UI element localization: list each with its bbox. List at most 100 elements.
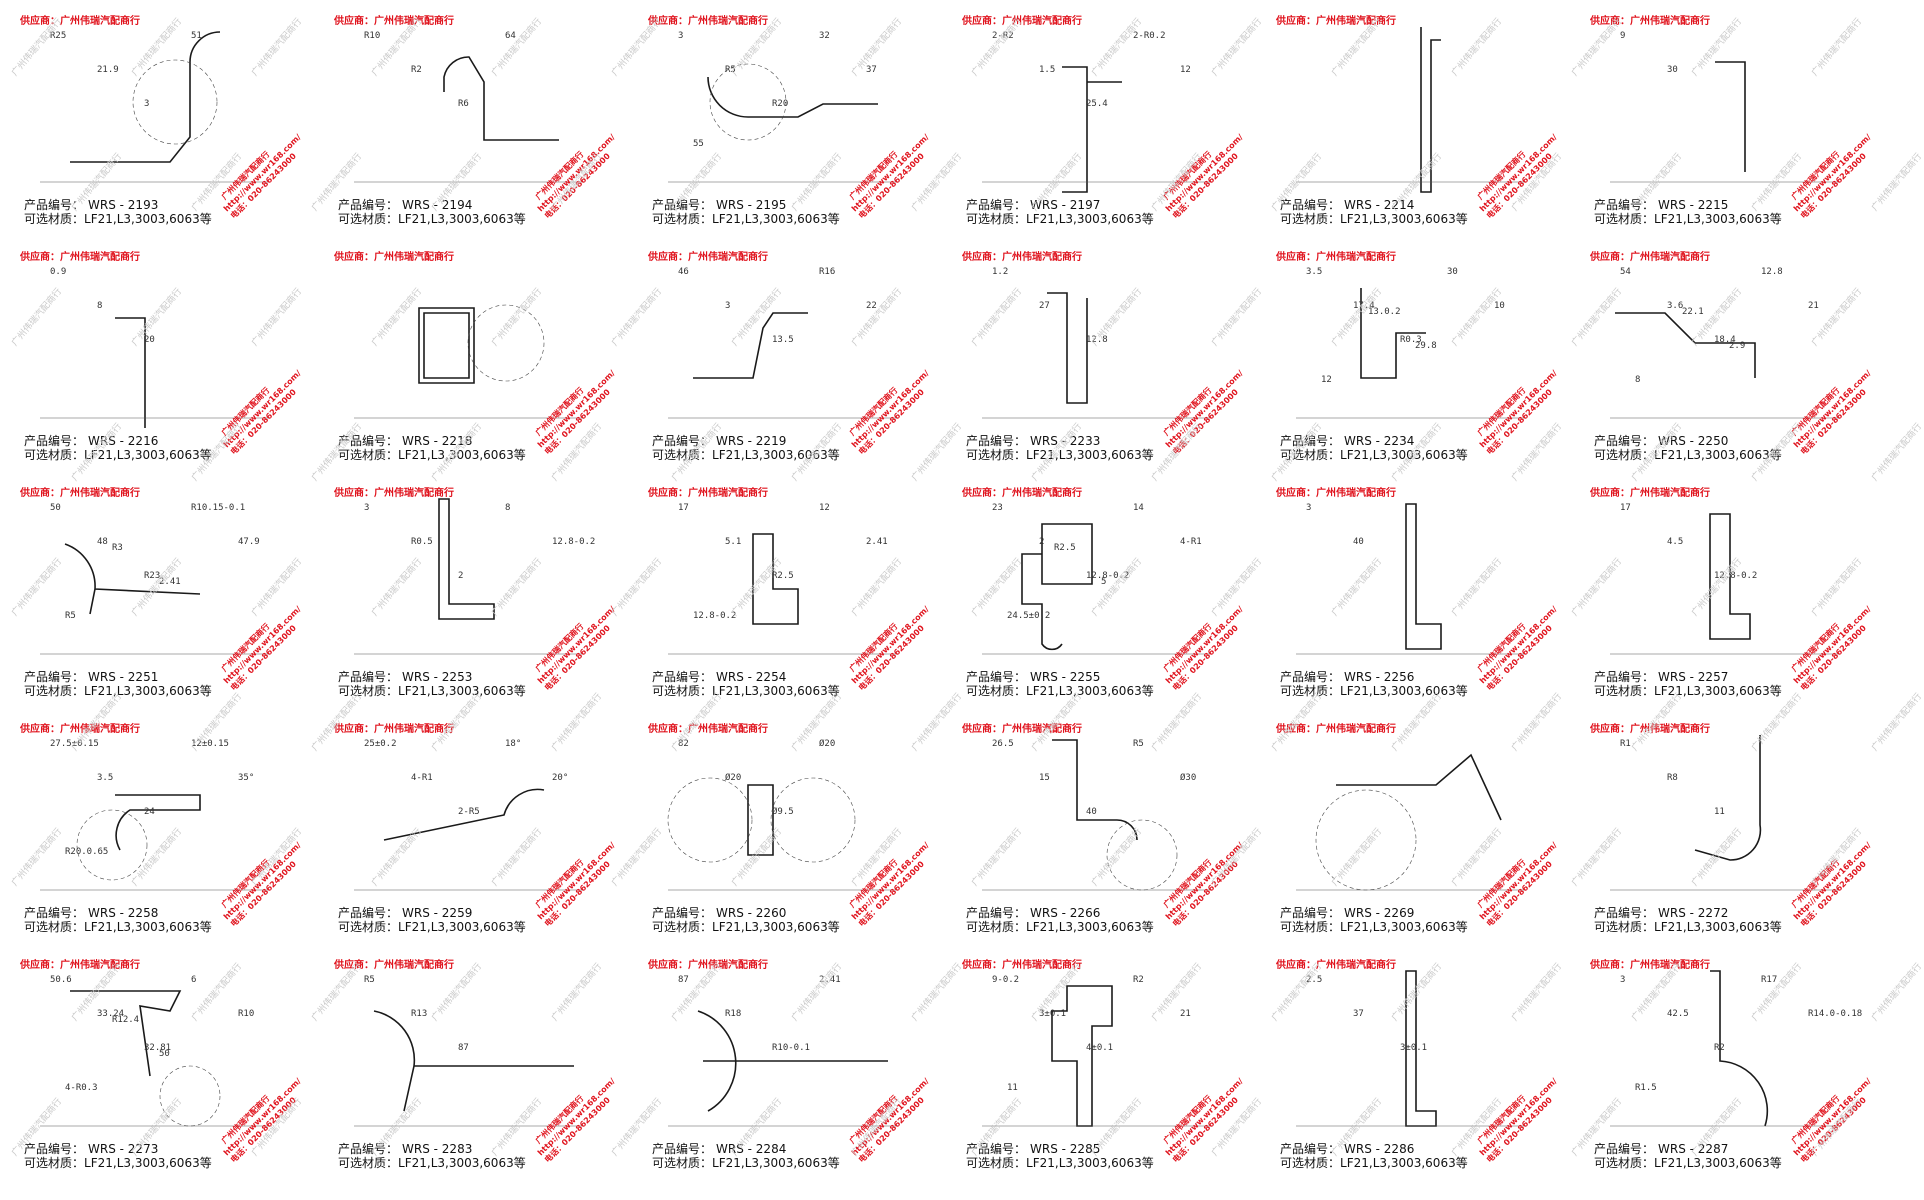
product-code: 产品编号：WRS - 2253 (338, 670, 473, 684)
dimension-label: R2.5 (1054, 543, 1076, 553)
dimension-label: 3 (364, 503, 369, 513)
dimension-label: 2.9 (1729, 341, 1745, 351)
dimension-label: 2 (1039, 537, 1044, 547)
dimension-label: 27 (1039, 301, 1050, 311)
dimension-label: 40 (1086, 807, 1097, 817)
dimension-label: 2-R0.2 (1133, 31, 1166, 41)
product-code: 产品编号：WRS - 2272 (1594, 906, 1729, 920)
dimension-label: R20 (772, 99, 788, 109)
material-line: 可选材质：LF21,L3,3003,6063等 (652, 212, 840, 226)
dimension-label: 13.5 (772, 335, 794, 345)
dimension-label: 1.5 (1039, 65, 1055, 75)
dimension-label: 4-R0.3 (65, 1083, 98, 1093)
dimension-label: 23 (992, 503, 1003, 513)
material-line: 可选材质：LF21,L3,3003,6063等 (1280, 920, 1468, 934)
dimension-label: 32.81 (144, 1043, 171, 1053)
supplier-label: 供应商：广州伟瑞汽配商行 (1590, 16, 1710, 27)
material-line: 可选材质：LF21,L3,3003,6063等 (338, 684, 526, 698)
dimension-label: 26.5 (992, 739, 1014, 749)
dimension-label: 12±0.15 (191, 739, 229, 749)
product-code: 产品编号：WRS - 2285 (966, 1142, 1101, 1156)
dimension-label: R25 (50, 31, 66, 41)
dimension-label: R18 (725, 1009, 741, 1019)
profile-outline (1062, 66, 1122, 193)
dimension-label: 27.5±0.15 (50, 739, 99, 749)
product-code: 产品编号：WRS - 2195 (652, 198, 787, 212)
dimension-label: 42.5 (1667, 1009, 1689, 1019)
dimension-label: 51 (191, 31, 202, 41)
construction-circle (76, 809, 148, 881)
dimension-label: 5 (1101, 577, 1106, 587)
product-code: 产品编号：WRS - 2258 (24, 906, 159, 920)
dimension-label: 3 (725, 301, 730, 311)
product-code: 产品编号：WRS - 2284 (652, 1142, 787, 1156)
dimension-label: 5.1 (725, 537, 741, 547)
dimension-label: 2-R5 (458, 807, 480, 817)
material-line: 可选材质：LF21,L3,3003,6063等 (652, 920, 840, 934)
dimension-label: 21.9 (97, 65, 119, 75)
dimension-label: 22 (866, 301, 877, 311)
construction-circle (467, 304, 545, 382)
dimension-label: 2 (458, 571, 463, 581)
material-line: 可选材质：LF21,L3,3003,6063等 (1594, 1156, 1782, 1170)
material-line: 可选材质：LF21,L3,3003,6063等 (1594, 684, 1782, 698)
supplier-label: 供应商：广州伟瑞汽配商行 (1590, 488, 1710, 499)
profile-drawing (1296, 27, 1526, 193)
dimension-label: 30 (1667, 65, 1678, 75)
dimension-label: R3 (112, 543, 123, 553)
product-code: 产品编号：WRS - 2283 (338, 1142, 473, 1156)
product-card: 供应商：广州伟瑞汽配商行 产品编号：WRS - 2214 可选材质：LF21,L… (1256, 0, 1570, 235)
dimension-label: 48 (97, 537, 108, 547)
dimension-label: R0.5 (411, 537, 433, 547)
material-line: 可选材质：LF21,L3,3003,6063等 (24, 212, 212, 226)
dimension-label: 12 (1321, 375, 1332, 385)
material-line: 可选材质：LF21,L3,3003,6063等 (24, 448, 212, 462)
profile-outline (752, 533, 799, 625)
dimension-label: 87 (458, 1043, 469, 1053)
dimension-label: 18.4 (1714, 335, 1736, 345)
construction-circle (132, 59, 218, 145)
supplier-label: 供应商：广州伟瑞汽配商行 (1276, 960, 1396, 971)
dimension-label: R16 (819, 267, 835, 277)
dimension-label: 47.9 (238, 537, 260, 547)
supplier-label: 供应商：广州伟瑞汽配商行 (962, 960, 1082, 971)
profile-outline (1420, 27, 1441, 193)
product-code: 产品编号：WRS - 2287 (1594, 1142, 1729, 1156)
supplier-label: 供应商：广州伟瑞汽配商行 (334, 724, 454, 735)
product-code: 产品编号：WRS - 2250 (1594, 434, 1729, 448)
supplier-label: 供应商：广州伟瑞汽配商行 (648, 252, 768, 263)
dimension-label: 3 (1620, 975, 1625, 985)
dimension-label: 10 (1494, 301, 1505, 311)
dimension-label: R2.5 (772, 571, 794, 581)
dimension-label: 87 (678, 975, 689, 985)
dimension-label: R10.15-0.1 (191, 503, 245, 513)
dimension-label: 22.1 (1682, 307, 1704, 317)
material-line: 可选材质：LF21,L3,3003,6063等 (966, 920, 1154, 934)
profile-outline (1360, 288, 1426, 379)
profile-drawing: 2-R21.525.42-R0.212 (982, 31, 1212, 193)
